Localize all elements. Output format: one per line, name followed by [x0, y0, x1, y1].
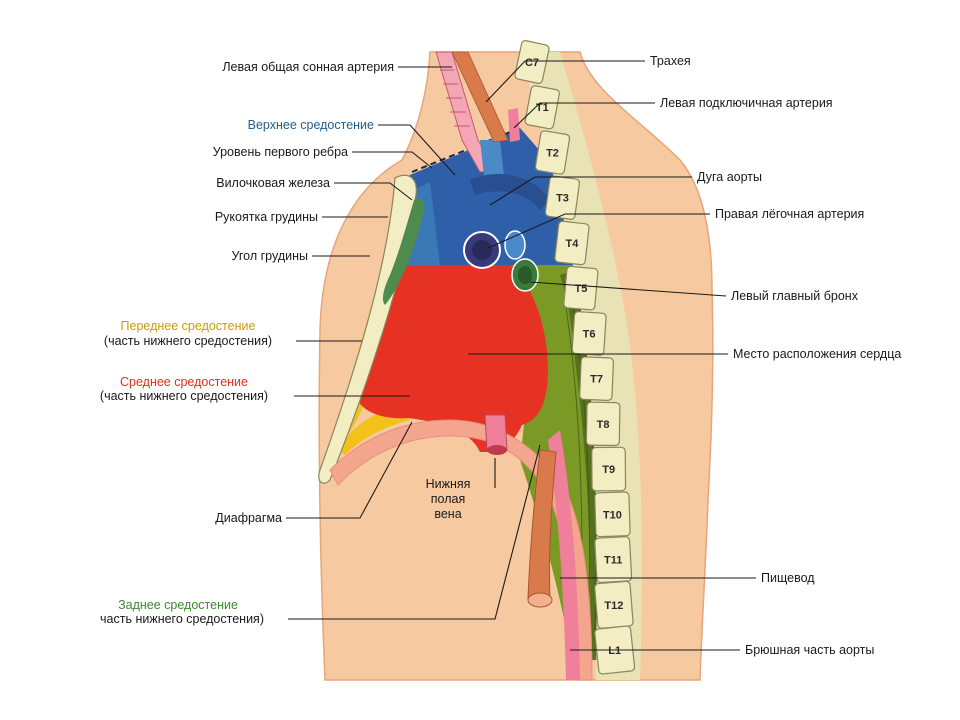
leader-right-pulmonary: [487, 213, 710, 249]
label-thymus: Вилочковая железа: [216, 176, 330, 190]
vertebra-label: T3: [556, 193, 569, 205]
label-esophagus: Пищевод: [761, 571, 815, 585]
label-first-rib-level: Уровень первого ребра: [213, 145, 348, 159]
left-carotid-artery: [451, 51, 509, 143]
vertebra: [585, 401, 621, 447]
label-ivc-1: Нижняя: [426, 477, 471, 491]
abdominal-aorta: [548, 430, 580, 680]
leader-trachea: [485, 60, 645, 103]
label-manubrium: Рукоятка грудины: [215, 210, 318, 224]
label-ivc-3: вена: [434, 507, 461, 521]
leader-left-subclavian: [513, 102, 655, 129]
middle-mediastinum-region: [358, 265, 548, 425]
right-pulmonary-inner: [472, 240, 492, 260]
leader-aortic-arch: [489, 176, 692, 206]
vertebra-label: T10: [603, 509, 622, 521]
leader-superior-mediastinum: [378, 124, 456, 176]
vertebra-label: T2: [546, 148, 559, 160]
left-subclavian-artery: [508, 108, 520, 142]
label-superior-mediastinum: Верхнее средостение: [248, 118, 374, 132]
vertebra-label: T6: [583, 328, 596, 340]
anterior-mediastinum-lower: [338, 410, 410, 455]
bronchus-upper: [504, 230, 526, 260]
label-left-subclavian: Левая подключичная артерия: [660, 96, 833, 110]
label-ivc-2: полая: [431, 492, 465, 506]
vertebra-label: T12: [604, 600, 623, 612]
vertebra: [544, 175, 581, 220]
diaphragm: [329, 419, 593, 681]
label-middle-mediastinum-sub: (часть нижнего средостения): [100, 389, 268, 403]
vertebra: [534, 130, 571, 175]
label-anterior-mediastinum-sub: (часть нижнего средостения): [104, 334, 272, 348]
label-posterior-mediastinum-sub: часть нижнего средостения): [100, 612, 264, 626]
vertebra-label: T8: [597, 419, 610, 431]
label-abdominal-aorta: Брюшная часть аорты: [745, 643, 874, 657]
label-right-pulmonary: Правая лёгочная артерия: [715, 207, 864, 221]
label-aortic-arch: Дуга аорты: [697, 170, 762, 184]
vertebra: [563, 265, 599, 311]
vertebra-label: T11: [604, 555, 622, 567]
leader-first-rib: [352, 151, 433, 169]
vertebra-label: T4: [565, 238, 579, 250]
label-sternal-angle: Угол грудины: [232, 249, 308, 263]
vertebra: [594, 491, 631, 538]
left-main-bronchus-inner: [518, 266, 532, 284]
vertebra: [594, 536, 633, 584]
label-posterior-mediastinum: Заднее средостение: [118, 598, 238, 612]
vertebra-label: L1: [608, 645, 621, 657]
leader-thymus: [334, 182, 413, 201]
label-left-main-bronchus: Левый главный бронх: [731, 289, 859, 303]
trachea-rings: [440, 69, 470, 127]
esophagus-end: [527, 592, 553, 608]
vertebra-label: C7: [525, 57, 539, 69]
trachea-lower: [480, 140, 505, 185]
label-left-carotid: Левая общая сонная артерия: [222, 60, 394, 74]
leader-diaphragm: [286, 421, 413, 519]
inferior-vena-cava: [484, 414, 508, 451]
label-trachea: Трахея: [650, 54, 691, 68]
vertebra: [554, 220, 590, 266]
label-middle-mediastinum: Среднее средостение: [120, 375, 248, 389]
vertebra-label: T7: [590, 374, 603, 386]
vertebra-label: T9: [602, 464, 615, 476]
label-heart-location: Место расположения сердца: [733, 347, 901, 361]
vertebra: [524, 85, 560, 130]
vertebra: [579, 356, 614, 401]
vertebra: [514, 40, 550, 84]
label-anterior-mediastinum: Переднее средостение: [121, 319, 256, 333]
ivc-opening: [487, 445, 507, 455]
vertebra-label: T1: [536, 102, 549, 114]
vertebra: [591, 446, 627, 492]
leader-posterior: [288, 444, 541, 620]
thymus: [382, 198, 425, 305]
leader-left-bronchus: [529, 281, 727, 297]
label-diaphragm: Диафрагма: [215, 511, 282, 525]
